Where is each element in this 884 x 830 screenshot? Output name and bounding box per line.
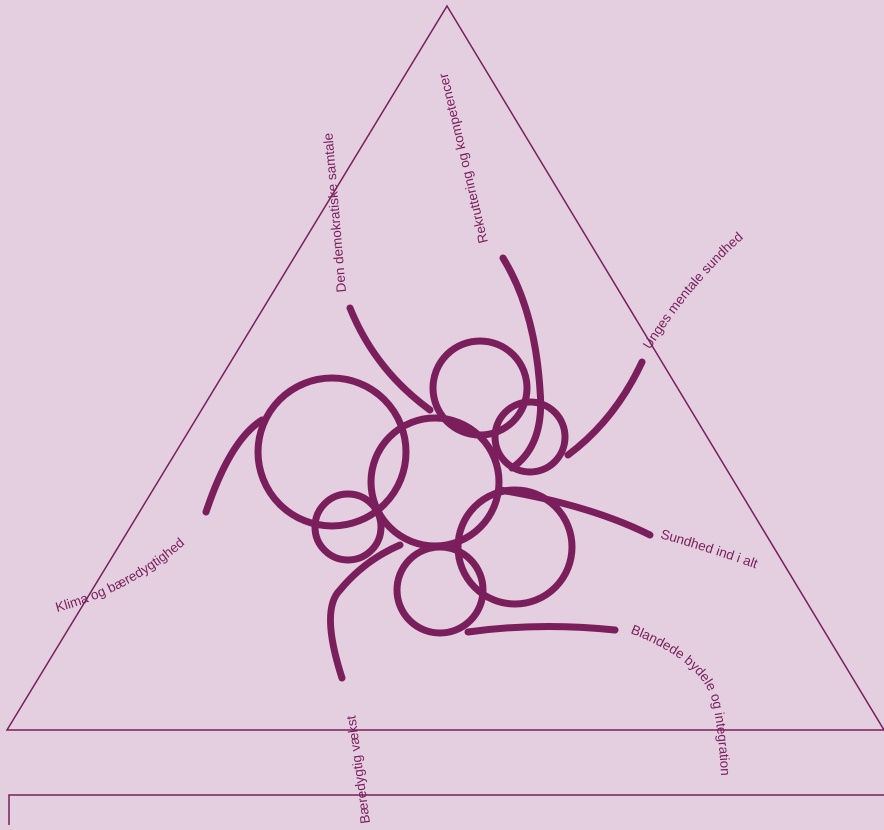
knot-loops	[258, 341, 572, 633]
strand-demokratiske	[350, 308, 430, 410]
loop-bottom	[397, 547, 483, 633]
label-sundhed: Sundhed ind i alt	[659, 526, 760, 571]
strand-baeredygtig	[330, 545, 400, 678]
loop-right	[458, 490, 572, 604]
bottom-box	[9, 795, 884, 825]
loop-left-big	[258, 378, 406, 526]
loop-top-right	[495, 402, 565, 472]
strand-blandede	[468, 626, 615, 632]
label-rekruttering: Rekruttering og kompetencer	[436, 71, 491, 244]
label-baeredygtig: Bæredygtig vækst	[343, 714, 373, 824]
knot-strands	[206, 258, 650, 678]
label-demokratiske: Den demokratiske samtale	[320, 132, 349, 293]
label-blandede: Blandede bydele og integration	[629, 622, 733, 776]
loop-center	[371, 418, 499, 546]
label-unges: Unges mentale sundhed	[640, 229, 746, 352]
label-klima: Klima og bæredygtighed	[54, 535, 187, 615]
strand-sundhed	[500, 490, 650, 535]
strand-unges	[568, 362, 642, 455]
strand-klima	[206, 420, 262, 512]
